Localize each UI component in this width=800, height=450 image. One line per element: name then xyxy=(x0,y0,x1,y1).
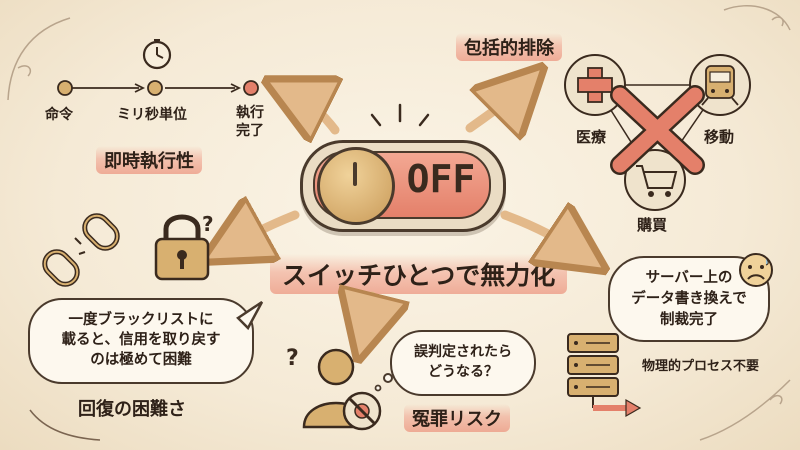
data-sanction-bubble-text: サーバー上の データ書き換えで 制裁完了 xyxy=(631,270,747,328)
arrow-to-recovery xyxy=(232,215,300,245)
decorative-swirl-top-right xyxy=(723,5,791,31)
arrow-to-data-sanction xyxy=(500,215,578,252)
exclusion-item-transport: 移動 xyxy=(704,128,735,146)
center-title: スイッチひとつで無力化 xyxy=(270,254,568,294)
svg-text:?: ? xyxy=(286,346,299,371)
decorative-swirl-bottom-right xyxy=(699,379,791,441)
arrow-bottom-left-decor xyxy=(29,409,101,441)
recovery-bubble: 一度ブラックリストに 載ると、信用を取り戻す のは極めて困難 xyxy=(28,298,254,384)
toggle-knob[interactable] xyxy=(317,147,395,225)
exclusion-heading: 包括的排除 xyxy=(456,33,562,61)
data-sanction-caption: 物理的プロセス不要 xyxy=(642,359,760,374)
data-sanction-bubble: サーバー上の データ書き換えで 制裁完了 xyxy=(608,256,770,342)
person-icon: ? xyxy=(286,346,382,431)
immediate-heading: 即時執行性 xyxy=(96,146,202,174)
clock-icon xyxy=(142,39,172,70)
arrow-to-false-accusation xyxy=(366,296,372,328)
recovery-bubble-text: 一度ブラックリストに 載ると、信用を取り戻す のは極めて困難 xyxy=(61,312,221,368)
decorative-swirl-top-left xyxy=(7,17,71,101)
recovery-bubble-tail xyxy=(236,300,264,331)
timeline xyxy=(57,80,259,96)
exclusion-item-medical: 医療 xyxy=(576,128,607,146)
sad-face-icon xyxy=(739,253,773,287)
timeline-step-ms: ミリ秒単位 xyxy=(117,107,187,123)
svg-text:?: ? xyxy=(202,212,214,236)
false-accusation-heading: 冤罪リスク xyxy=(404,404,510,432)
timeline-step-order: 命令 xyxy=(45,107,73,123)
exclusion-item-purchase: 購買 xyxy=(637,216,668,234)
false-accusation-bubble-text: 誤判定されたら どうなる？ xyxy=(414,344,512,380)
server-rack-icon xyxy=(567,333,642,418)
padlock-icon: ? xyxy=(154,212,214,281)
timeline-node-done xyxy=(243,80,259,96)
knob-indicator-line xyxy=(353,162,357,186)
toggle-state-label: OFF xyxy=(406,157,476,201)
thought-dots xyxy=(374,373,393,392)
false-accusation-bubble: 誤判定されたら どうなる？ xyxy=(390,330,536,396)
toggle-switch[interactable]: OFF xyxy=(300,140,506,232)
sparkle-lines xyxy=(370,103,430,127)
arrow-to-immediate xyxy=(295,95,335,130)
broken-chain-icon xyxy=(42,213,120,287)
arrow-to-exclusion xyxy=(465,90,520,128)
timeline-node-ms xyxy=(147,80,163,96)
recovery-heading: 回復の困難さ xyxy=(78,399,186,420)
timeline-node-order xyxy=(57,80,73,96)
exclusion-diagram xyxy=(564,54,751,211)
timeline-step-done: 執行 完了 xyxy=(236,105,264,139)
